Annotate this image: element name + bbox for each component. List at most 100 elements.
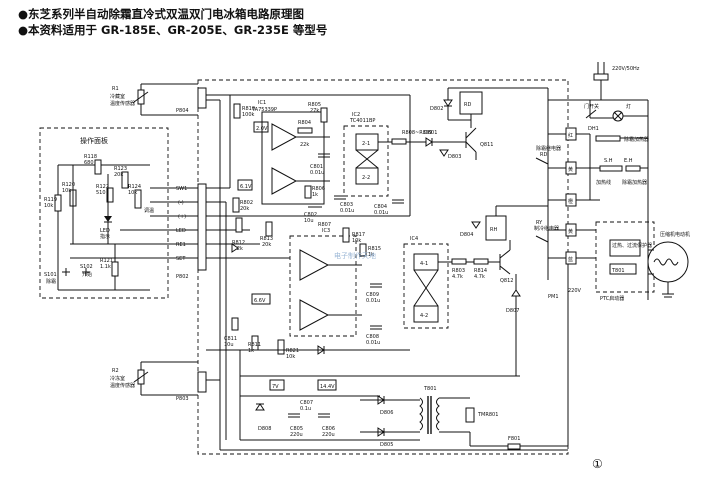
svg-text:220u: 220u <box>322 432 335 438</box>
panel-outline <box>39 127 169 299</box>
svg-text:R805: R805 <box>308 102 321 108</box>
svg-text:4-2: 4-2 <box>420 313 428 319</box>
svg-text:R2: R2 <box>112 368 119 374</box>
svg-text:6.1V: 6.1V <box>240 184 252 190</box>
svg-text:PM1: PM1 <box>548 294 559 300</box>
svg-text:R122: R122 <box>96 184 109 190</box>
svg-text:20k: 20k <box>240 206 249 212</box>
connector-p802: P802 <box>176 274 189 280</box>
svg-text:27k: 27k <box>310 108 319 114</box>
svg-text:R118: R118 <box>84 154 97 160</box>
svg-text:灯: 灯 <box>626 103 631 110</box>
compressor-block: 过热、过流保护器 T801 PTC启动器 压缩机电动机 <box>595 221 690 302</box>
svg-text:门开关: 门开关 <box>584 103 599 110</box>
svg-text:温度传感器: 温度传感器 <box>110 382 135 389</box>
svg-text:C808: C808 <box>366 334 379 340</box>
panel-components: R119 10k R120 10k R118 680 R122 510 R123… <box>44 154 154 291</box>
svg-text:R817: R817 <box>352 232 365 238</box>
title-line-1: ●东芝系列半自动除霜直冷式双温双门电冰箱电路原理图 <box>18 7 305 21</box>
svg-text:1k: 1k <box>312 192 318 198</box>
connector-p803: P803 <box>176 396 189 402</box>
svg-text:10k: 10k <box>62 188 71 194</box>
svg-text:C804: C804 <box>374 204 387 210</box>
svg-text:橙: 橙 <box>568 198 573 205</box>
svg-text:LED: LED <box>100 228 110 234</box>
svg-text:10u: 10u <box>304 218 314 224</box>
ic4-latch: IC4 4-1 4-2 R803 4.7k R814 4.7k Q812 RH … <box>403 205 548 376</box>
svg-text:22k: 22k <box>300 142 309 148</box>
p802-pin-labels: SW1 (-) (+) LED RE1 SET <box>176 186 187 262</box>
panel-title: 操作面板 <box>80 136 108 145</box>
svg-text:0.01u: 0.01u <box>374 210 388 216</box>
svg-text:R811: R811 <box>248 342 261 348</box>
p803-block <box>197 371 207 393</box>
svg-text:RD: RD <box>464 102 471 108</box>
svg-text:C807: C807 <box>300 400 313 406</box>
svg-text:D801: D801 <box>424 130 437 136</box>
svg-text:220V: 220V <box>568 288 582 294</box>
svg-text:R808~R809: R808~R809 <box>402 130 432 136</box>
main-board-outline <box>197 79 569 455</box>
ic2-latch: IC2 TC4011BP 2-1 2-2 R808~R809 C804 0.01… <box>343 95 432 216</box>
svg-text:R1: R1 <box>112 86 119 92</box>
svg-text:Q812: Q812 <box>500 278 513 284</box>
svg-text:RH: RH <box>490 227 497 233</box>
svg-text:R803: R803 <box>452 268 465 274</box>
svg-text:2-2: 2-2 <box>362 175 370 181</box>
svg-text:SET: SET <box>176 256 186 262</box>
svg-text:C801: C801 <box>310 164 323 170</box>
svg-text:RY: RY <box>536 220 543 226</box>
svg-text:7V: 7V <box>272 384 279 390</box>
svg-text:加热线: 加热线 <box>596 179 611 186</box>
svg-text:TA75339P: TA75339P <box>251 107 277 113</box>
svg-text:10k: 10k <box>128 190 137 196</box>
svg-text:(+): (+) <box>178 214 186 220</box>
svg-text:Q811: Q811 <box>480 142 493 148</box>
svg-text:C802: C802 <box>304 212 317 218</box>
p802-block <box>197 183 207 271</box>
svg-text:PTC启动器: PTC启动器 <box>600 295 624 302</box>
svg-text:6.6V: 6.6V <box>254 298 266 304</box>
svg-text:IC2: IC2 <box>352 112 360 118</box>
p804-block <box>197 87 207 109</box>
svg-text:D807: D807 <box>506 308 519 314</box>
svg-text:冷藏室: 冷藏室 <box>110 93 125 100</box>
svg-text:S.H: S.H <box>604 158 613 164</box>
ic3-comparators: R807 IC3 6.6V R812 8.2k R813 20k C811 10… <box>206 217 410 360</box>
svg-text:TC4011BP: TC4011BP <box>349 118 375 124</box>
svg-text:除霜加热器: 除霜加热器 <box>624 136 649 143</box>
svg-text:RE1: RE1 <box>176 242 186 248</box>
svg-text:D803: D803 <box>448 154 461 160</box>
svg-text:10k: 10k <box>44 203 53 209</box>
board-rails <box>206 99 568 451</box>
svg-text:冷冻室: 冷冻室 <box>110 375 125 382</box>
svg-text:除霜加热器: 除霜加热器 <box>622 179 647 186</box>
svg-text:T801: T801 <box>611 268 625 274</box>
svg-text:S102: S102 <box>80 264 93 270</box>
svg-text:680: 680 <box>84 160 94 166</box>
svg-text:10k: 10k <box>286 354 295 360</box>
svg-text:过热、过流保护器: 过热、过流保护器 <box>612 242 652 249</box>
svg-text:R814: R814 <box>474 268 487 274</box>
svg-text:R120: R120 <box>62 182 75 188</box>
svg-text:IC3: IC3 <box>322 228 330 234</box>
svg-text:E.H: E.H <box>624 158 633 164</box>
svg-text:R124: R124 <box>128 184 141 190</box>
svg-text:C811: C811 <box>224 336 237 342</box>
svg-text:D802: D802 <box>430 106 443 112</box>
svg-text:1.1k: 1.1k <box>100 264 111 270</box>
svg-text:C803: C803 <box>340 202 353 208</box>
svg-text:S101: S101 <box>44 272 57 278</box>
svg-text:R802: R802 <box>240 200 253 206</box>
svg-text:R813: R813 <box>260 236 273 242</box>
svg-text:LED: LED <box>176 228 186 234</box>
svg-text:C805: C805 <box>290 426 303 432</box>
title-line-2: ●本资料适用于 GR-185E、GR-205E、GR-235E 等型号 <box>18 23 328 37</box>
svg-text:100k: 100k <box>242 112 255 118</box>
svg-text:D804: D804 <box>460 232 473 238</box>
power-supply: 7V 14.4V D808 C805 220u C806 220u C807 0… <box>240 375 568 450</box>
svg-text:温度传感器: 温度传感器 <box>110 100 135 107</box>
svg-text:4-1: 4-1 <box>420 261 428 267</box>
svg-text:R806: R806 <box>312 186 325 192</box>
svg-text:DH1: DH1 <box>588 126 599 132</box>
